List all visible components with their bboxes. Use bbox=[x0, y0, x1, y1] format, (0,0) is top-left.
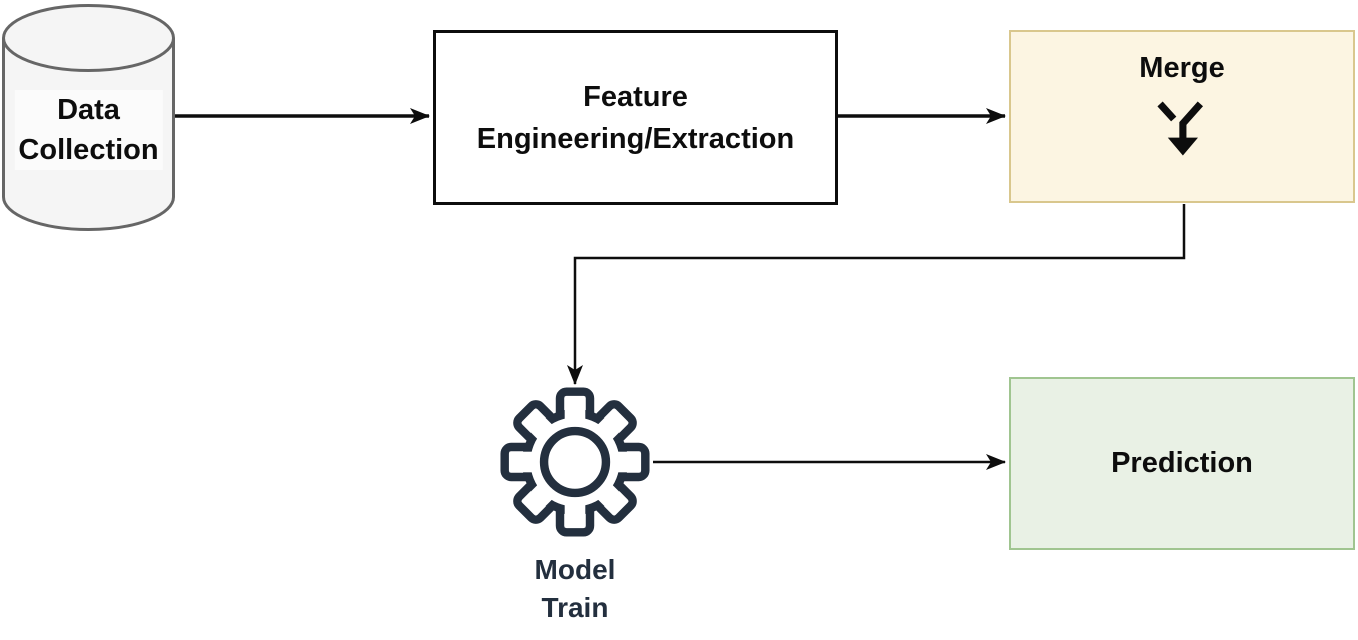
data-collection-label-line1: Data bbox=[14, 90, 163, 130]
merge-label: Merge bbox=[1139, 52, 1225, 84]
merge-arrowhead bbox=[1167, 137, 1198, 156]
feature-engineering-label-line2: Engineering/Extraction bbox=[476, 122, 795, 155]
edge-merge-to-model-train bbox=[567, 204, 1186, 385]
feature-engineering-label: Feature Engineering/Extraction bbox=[477, 76, 794, 160]
node-prediction: Prediction bbox=[1009, 377, 1355, 550]
model-train-label-line1: Model bbox=[534, 554, 616, 585]
node-feature-engineering: Feature Engineering/Extraction bbox=[433, 30, 838, 205]
merge-arrow-icon bbox=[1157, 101, 1204, 156]
node-model-train bbox=[500, 387, 650, 537]
data-collection-label: Data Collection bbox=[14, 90, 163, 170]
feature-engineering-label-line1: Feature bbox=[583, 80, 688, 113]
node-data-collection: Data Collection bbox=[2, 4, 175, 232]
node-merge: Merge bbox=[1009, 30, 1355, 203]
prediction-label: Prediction bbox=[1111, 447, 1253, 479]
data-collection-label-line2: Collection bbox=[14, 130, 163, 170]
gear-icon bbox=[500, 387, 650, 537]
model-train-label: Model Train bbox=[483, 551, 667, 627]
model-train-label-line2: Train bbox=[541, 592, 609, 623]
